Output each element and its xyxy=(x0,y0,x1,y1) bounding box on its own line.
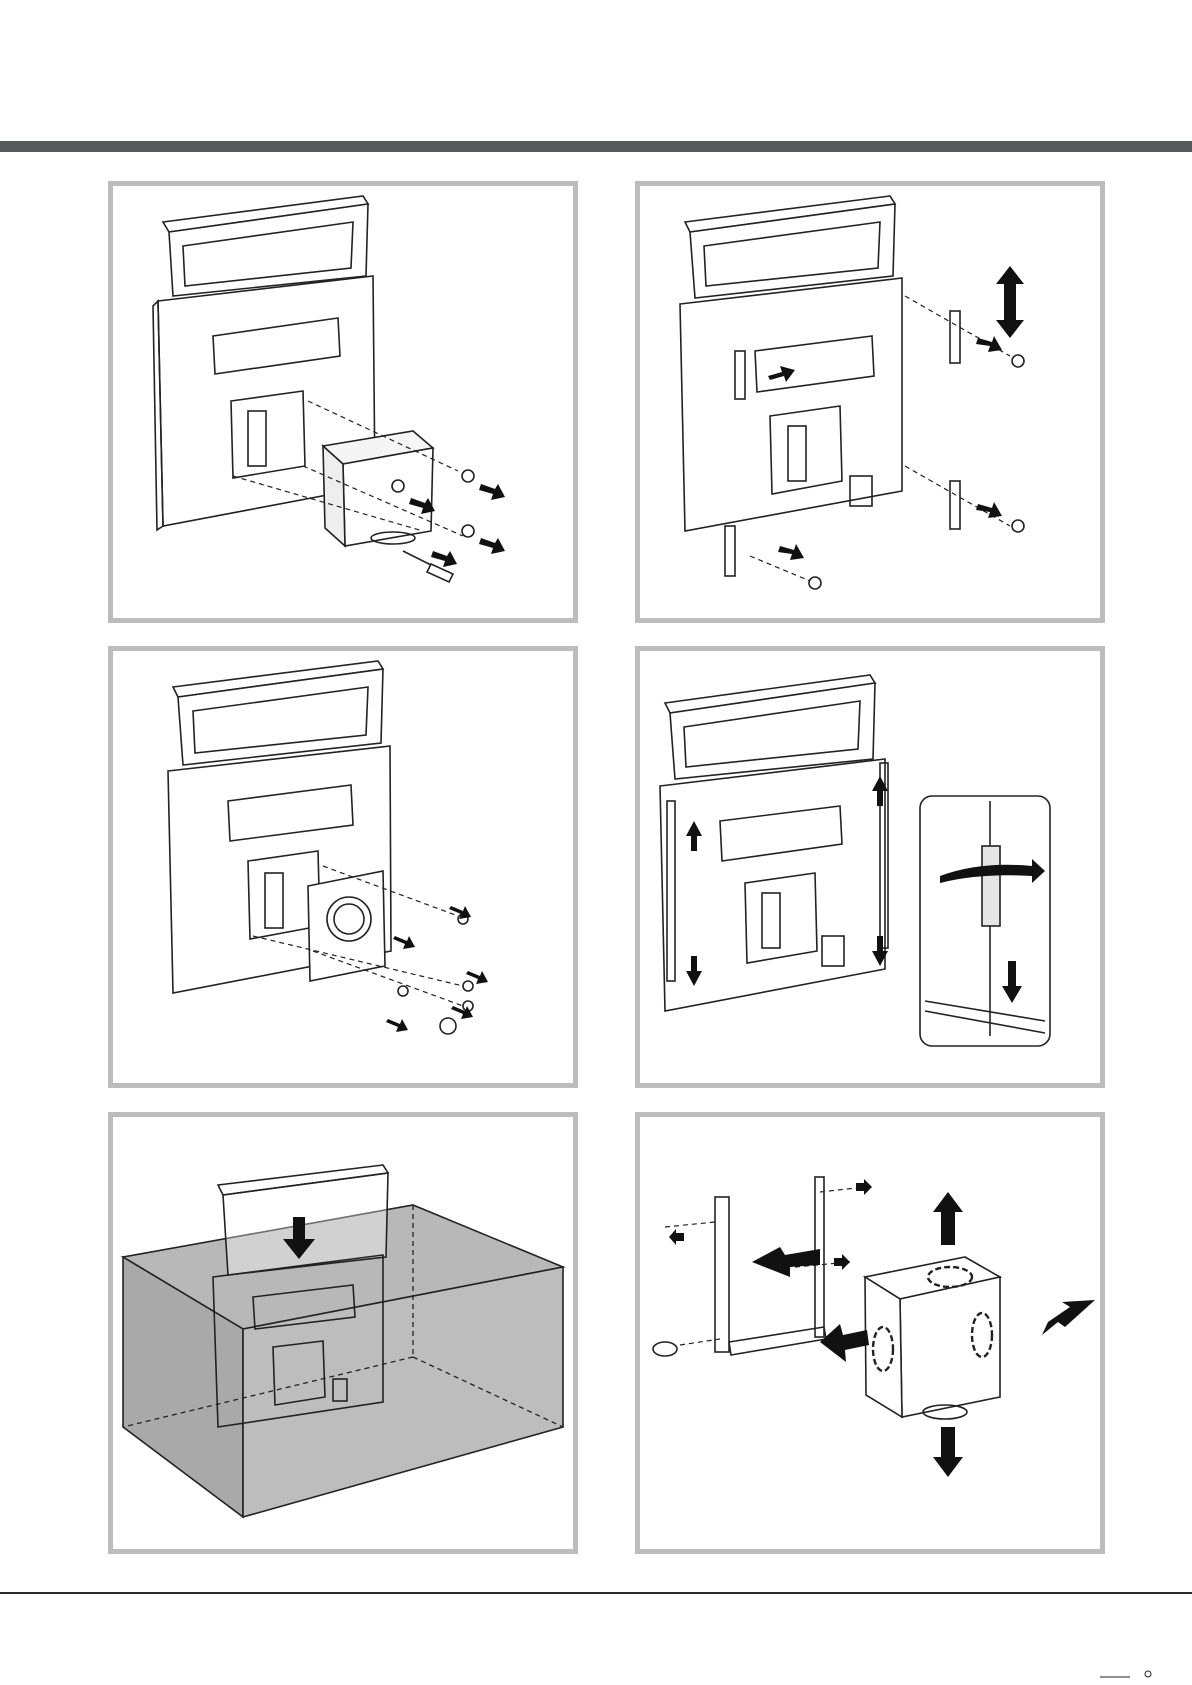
figure-panel-6 xyxy=(635,1112,1105,1554)
figure-panel-5 xyxy=(108,1112,578,1554)
page-corner-mark xyxy=(1100,1668,1180,1680)
figure-fit-front-outlet-plate xyxy=(113,651,573,1083)
figure-attach-mounting-brackets xyxy=(640,186,1100,618)
figure-panel-3 xyxy=(108,646,578,1088)
figure-panel-2 xyxy=(635,181,1105,623)
figure-panel-4 xyxy=(635,646,1105,1088)
footer-rule xyxy=(0,1592,1192,1594)
figure-panel-1 xyxy=(108,181,578,623)
figure-lower-into-worktop-cabinet xyxy=(113,1117,573,1549)
figure-adjust-height-brackets xyxy=(640,651,1100,1083)
figure-remove-motor-unit xyxy=(113,186,573,618)
header-band xyxy=(0,141,1192,152)
figure-reposition-motor-outlet xyxy=(640,1117,1100,1549)
